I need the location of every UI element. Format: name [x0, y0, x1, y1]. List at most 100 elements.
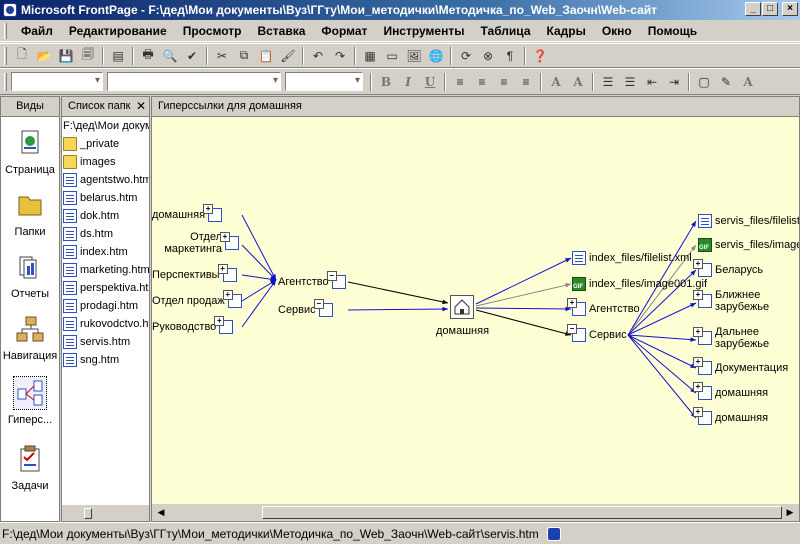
publish-icon[interactable]: 🗐	[82, 47, 94, 61]
scrollbar-thumb[interactable]	[262, 506, 782, 519]
print-icon[interactable]: 🖶	[142, 47, 154, 61]
help-icon[interactable]: ❓	[532, 48, 548, 63]
justify-icon[interactable]: ≡	[522, 74, 530, 89]
right-child-node[interactable]: servis_files/filelist	[698, 214, 799, 228]
file-item[interactable]: index.htm	[62, 243, 149, 261]
view-reports[interactable]: Отчеты	[1, 251, 59, 300]
font-size-combo[interactable]	[285, 72, 363, 91]
align-center-icon[interactable]: ≡	[478, 74, 486, 89]
menu-format[interactable]: Формат	[321, 23, 368, 38]
show-all-icon[interactable]: ¶	[506, 48, 514, 63]
left-hub-node[interactable]: Агентство	[278, 271, 346, 289]
menu-window[interactable]: Окно	[601, 23, 632, 38]
menu-table[interactable]: Таблица	[480, 23, 531, 38]
file-item[interactable]: marketing.htm	[62, 261, 149, 279]
home-page-icon[interactable]	[450, 295, 474, 319]
stop-icon[interactable]: ⊗	[482, 48, 494, 63]
style-combo[interactable]	[11, 72, 103, 91]
file-item[interactable]: ds.htm	[62, 225, 149, 243]
menu-view[interactable]: Просмотр	[182, 23, 242, 38]
border-icon[interactable]: ▢	[698, 74, 710, 89]
file-item[interactable]: sng.htm	[62, 351, 149, 369]
close-button[interactable]: ×	[782, 2, 798, 16]
left-source-node[interactable]: Руководство	[152, 316, 234, 334]
folder-item[interactable]: images	[62, 153, 149, 171]
paste-icon[interactable]: 📋	[258, 48, 274, 63]
redo-icon[interactable]: ↷	[334, 48, 346, 63]
format-painter-icon[interactable]: 🖌	[280, 48, 296, 63]
left-hub-node[interactable]: Сервис	[278, 299, 333, 317]
left-source-node[interactable]: Отдел продаж	[152, 290, 242, 308]
right-child-node[interactable]: Дальнее зарубежье	[693, 326, 785, 350]
menu-insert[interactable]: Вставка	[257, 23, 306, 38]
file-item[interactable]: belarus.htm	[62, 189, 149, 207]
folder-list-icon[interactable]: ▤	[112, 48, 124, 63]
right-link-node[interactable]: index_files/image001.gif	[572, 277, 707, 293]
new-page-icon[interactable]: 🗋	[17, 47, 27, 61]
menu-frames[interactable]: Кадры	[546, 23, 586, 38]
view-folders[interactable]: Папки	[1, 189, 59, 238]
file-item[interactable]: dok.htm	[62, 207, 149, 225]
scroll-right-arrow-icon[interactable]: ▶	[786, 507, 794, 517]
increase-font-icon[interactable]: A	[551, 74, 561, 89]
close-icon[interactable]: ✕	[135, 99, 146, 113]
underline-icon[interactable]: U	[424, 74, 436, 89]
right-link-node[interactable]: Сервис	[567, 324, 627, 342]
right-child-node[interactable]: servis_files/image	[698, 238, 799, 254]
insert-table-icon[interactable]: ▭	[386, 48, 398, 63]
view-navigation[interactable]: Навигация	[1, 313, 59, 362]
scrollbar-thumb[interactable]	[84, 508, 92, 519]
preview-icon[interactable]: 🔍	[162, 48, 178, 63]
insert-component-icon[interactable]: ▦	[364, 48, 376, 63]
outdent-icon[interactable]: ⇤	[646, 74, 658, 89]
hyperlink-icon[interactable]: 🌐	[428, 48, 444, 63]
menu-tools[interactable]: Инструменты	[383, 23, 465, 38]
left-source-node[interactable]: домашняя	[152, 204, 223, 222]
cut-icon[interactable]: ✂	[216, 48, 228, 63]
right-child-node[interactable]: Документация	[693, 357, 788, 375]
undo-icon[interactable]: ↶	[312, 48, 324, 63]
menu-file[interactable]: Файл	[21, 23, 53, 38]
right-child-node[interactable]: Беларусь	[693, 259, 763, 277]
highlight-icon[interactable]: ✎	[720, 74, 732, 89]
right-child-node[interactable]: домашняя	[693, 382, 768, 400]
file-item[interactable]: rukovodctvo.htm	[62, 315, 149, 333]
right-child-node[interactable]: домашняя	[693, 407, 768, 425]
italic-icon[interactable]: I	[405, 74, 411, 89]
scroll-left-arrow-icon[interactable]: ◀	[157, 507, 165, 517]
indent-icon[interactable]: ⇥	[668, 74, 680, 89]
copy-icon[interactable]: ⧉	[239, 48, 249, 62]
file-item[interactable]: prodagi.htm	[62, 297, 149, 315]
menu-edit[interactable]: Редактирование	[68, 23, 167, 38]
align-left-icon[interactable]: ≡	[456, 74, 464, 89]
numbering-icon[interactable]: ☰	[602, 74, 614, 89]
folder-list-scrollbar[interactable]	[62, 504, 149, 521]
left-source-node[interactable]: Перспективы	[152, 264, 237, 282]
left-source-node[interactable]: Отдел маркетинга	[152, 231, 239, 255]
maximize-button[interactable]: □	[762, 2, 778, 16]
bold-icon[interactable]: B	[380, 74, 392, 89]
file-item[interactable]: agentstwo.htm	[62, 171, 149, 189]
bullets-icon[interactable]: ☰	[624, 74, 636, 89]
hyperlinks-scrollbar[interactable]: ◀ ▶	[152, 504, 799, 521]
right-link-node[interactable]: Агентство	[567, 298, 640, 316]
folder-item[interactable]: _private	[62, 135, 149, 153]
open-folder-icon[interactable]: 📂	[36, 48, 52, 63]
view-page[interactable]: Страница	[1, 127, 59, 176]
decrease-font-icon[interactable]: A	[573, 74, 583, 89]
spelling-icon[interactable]: ✔	[186, 48, 198, 63]
right-child-node[interactable]: Ближнее зарубежье	[693, 289, 785, 313]
save-icon[interactable]: 💾	[58, 48, 74, 63]
right-link-node[interactable]: index_files/filelist.xml	[572, 251, 692, 265]
font-color-icon[interactable]: A	[743, 74, 753, 89]
folder-root[interactable]: F:\дед\Мои документы	[62, 117, 149, 135]
insert-picture-icon[interactable]: 🖼	[406, 48, 422, 63]
minimize-button[interactable]: _	[745, 2, 761, 16]
file-item[interactable]: perspektiva.htm	[62, 279, 149, 297]
view-tasks[interactable]: Задачи	[1, 443, 59, 492]
align-right-icon[interactable]: ≡	[500, 74, 508, 89]
menu-help[interactable]: Помощь	[647, 23, 698, 38]
font-combo[interactable]	[107, 72, 281, 91]
view-hyperlinks[interactable]: Гиперс...	[1, 376, 59, 426]
refresh-icon[interactable]: ⟳	[460, 48, 472, 63]
